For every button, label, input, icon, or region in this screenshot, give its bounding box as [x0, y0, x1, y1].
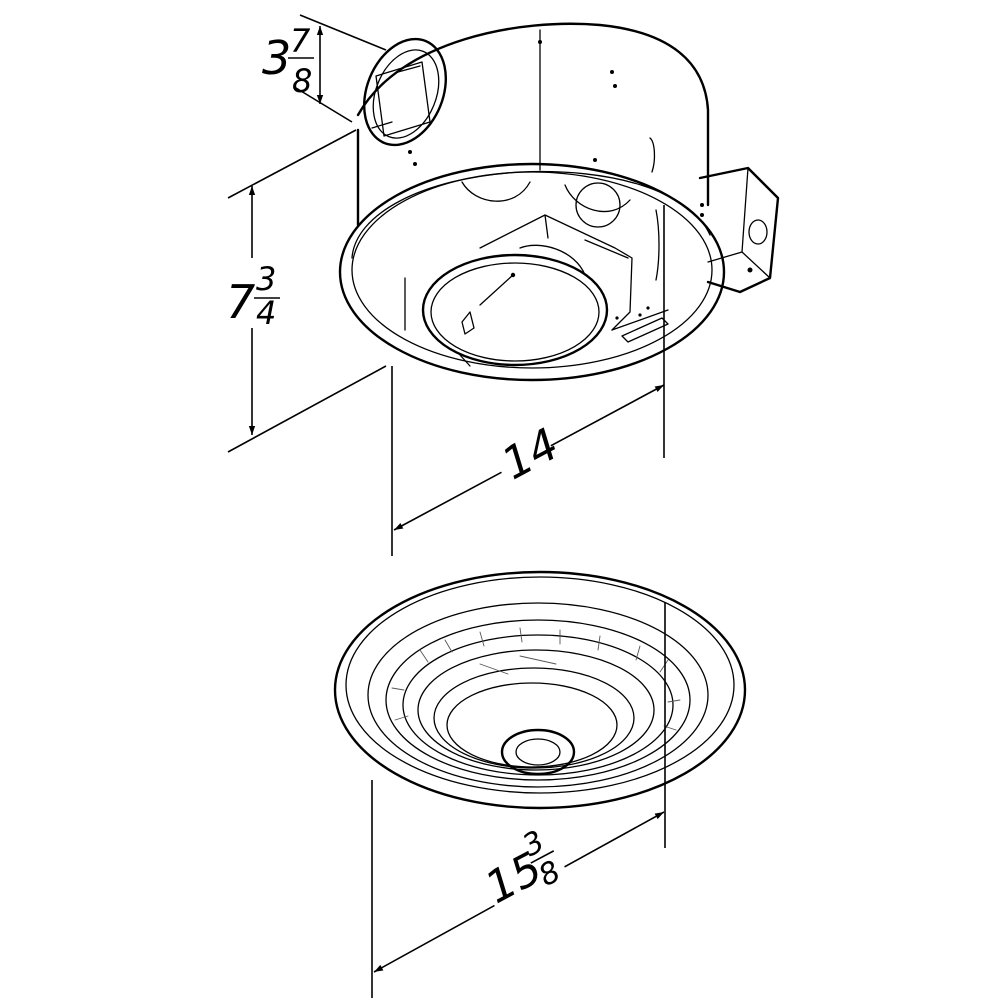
housing-interior — [421, 181, 669, 367]
height-whole: 7 — [226, 275, 255, 329]
height-dimension: 7 3 4 — [226, 129, 387, 453]
grille-assembly — [333, 570, 747, 810]
height-denominator: 4 — [256, 294, 276, 332]
height-numerator: 3 — [256, 260, 276, 298]
collar-numerator: 7 — [290, 22, 311, 60]
housing-flange — [338, 162, 726, 382]
duct-collar — [362, 37, 448, 147]
junction-box — [698, 166, 780, 294]
collar-denominator: 8 — [292, 62, 312, 100]
collar-dimension: 3 7 8 — [262, 14, 387, 123]
width-label: 14 — [494, 419, 567, 490]
grille-dimension: 15 3 8 — [371, 602, 666, 998]
light-lens — [500, 728, 576, 776]
fan-housing — [338, 22, 780, 382]
collar-whole: 3 — [262, 31, 291, 85]
